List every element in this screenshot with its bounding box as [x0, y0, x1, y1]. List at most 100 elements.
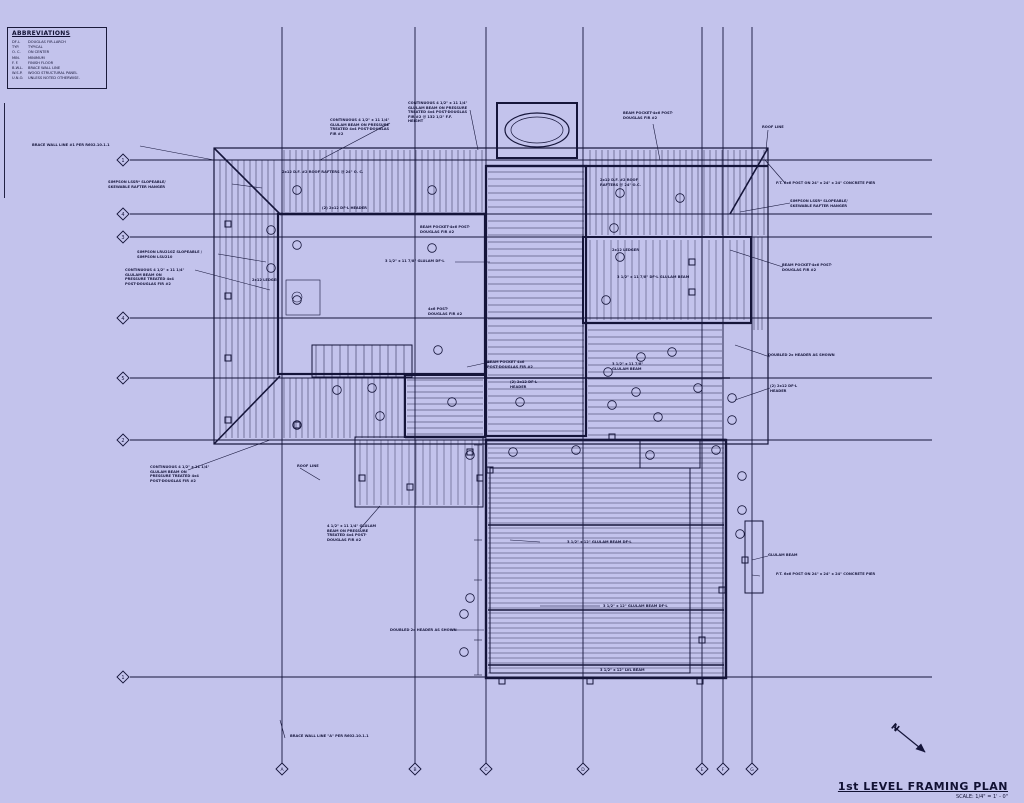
hot-tub-ellipse — [504, 112, 570, 148]
leader-line — [751, 574, 761, 577]
legend-text: ON CENTER — [28, 50, 50, 55]
grid-bubble-bottom: G — [745, 762, 759, 776]
post — [688, 258, 696, 266]
pt-post-note-2: P.T. 6x6 POST ON 24" x 24" x 24" CONCRET… — [776, 572, 876, 576]
leader-line — [764, 159, 786, 184]
detail-callout — [667, 347, 677, 357]
legend-text: WOOD STRUCTURAL PANEL — [28, 71, 78, 76]
roof-outline — [213, 147, 769, 445]
ledger-note: 2x12 LEDGER — [252, 278, 279, 282]
leader-line — [751, 555, 769, 561]
roof-rafters-note: 2x12 D.F. #2 ROOF RAFTERS @ 24" O. C. — [282, 170, 364, 174]
hip-line — [729, 147, 769, 215]
detail-callout — [675, 193, 685, 203]
post — [586, 677, 594, 685]
post — [293, 421, 301, 429]
legend-text: FINISH FLOOR — [28, 60, 54, 65]
glulam-35-note: 3 1/2" x 11 7/8" GLULAM DF-L — [385, 259, 445, 263]
leader-line — [739, 202, 791, 213]
header-2x-note-b: (2) 2x12 DF-L HEADER — [510, 380, 538, 389]
grid-bubble-shape — [716, 762, 730, 776]
leader-line — [187, 439, 271, 471]
title-block: 1st LEVEL FRAMING PLAN SCALE: 1/4" = 1' … — [838, 780, 1008, 800]
legend-text: MINIMUM — [28, 55, 45, 60]
bay-window-outline — [496, 102, 578, 159]
post — [696, 677, 704, 685]
header-note-right: (2) 2x12 DF-L HEADER — [770, 384, 798, 393]
detail-callout — [465, 450, 475, 460]
leader-line — [509, 539, 541, 543]
grid-bubble-shape — [695, 762, 709, 776]
beam-pocket-note-mid: BEAM POCKET-4x6 POST- DOUGLAS FIR #2 — [420, 225, 471, 234]
beam-pocket-note-top: BEAM POCKET-4x6 POST- DOUGLAS FIR #2 — [623, 111, 674, 120]
legend-row: MIN.MINIMUM — [12, 56, 102, 61]
detail-callout — [737, 471, 747, 481]
grid-bubble-left: 1 — [116, 670, 130, 684]
roof-line-note: ROOF LINE — [762, 125, 784, 129]
grid-bubble-left: 2 — [116, 433, 130, 447]
grid-bubble-label: F — [722, 767, 725, 773]
detail-callout — [631, 387, 641, 397]
leader-line — [734, 387, 771, 401]
ledger-note-right: 2x12 LEDGER — [612, 248, 639, 252]
post — [498, 677, 506, 685]
leader-line — [279, 719, 286, 739]
legend-abbr: DF-L — [12, 40, 21, 44]
legend-abbr: B.W.L. — [12, 66, 24, 71]
detail-callout — [607, 400, 617, 410]
detail-callout — [615, 188, 625, 198]
grid-bubble-label: 1 — [121, 675, 124, 681]
grid-bubble-shape — [116, 371, 130, 385]
detail-callout — [433, 345, 443, 355]
legend-title: ABBREVIATIONS — [12, 30, 71, 37]
post — [224, 292, 232, 300]
hip-line — [213, 147, 281, 215]
grid-bubble-shape — [745, 762, 759, 776]
detail-callout — [292, 420, 302, 430]
grid-bubble-left: 4 — [116, 207, 130, 221]
post — [608, 433, 616, 441]
grid-bubble-bottom: A — [275, 762, 289, 776]
leader-line — [319, 122, 391, 161]
legend-row: B.W.L.BRACE WALL LINE — [12, 66, 102, 71]
glulam-center-note: 3 1/2" x 11 7/8" GLULAM BEAM — [612, 362, 644, 371]
leader-line — [299, 467, 321, 481]
detail-callout — [727, 415, 737, 425]
glulam-deck-note-1: 3 1/2" x 12" GLULAM BEAM DF-L — [567, 540, 632, 544]
grid-bubble-shape — [408, 762, 422, 776]
grid-bubble-label: 1 — [121, 158, 124, 164]
detail-callout — [459, 647, 469, 657]
legend-abbr: U.N.O. — [12, 76, 24, 81]
detail-callout — [292, 295, 302, 305]
detail-callout — [515, 397, 525, 407]
post — [224, 354, 232, 362]
legend-abbr: F. F. — [12, 60, 19, 65]
stair-outline — [311, 344, 413, 378]
post — [741, 556, 749, 564]
doubled-header-note-right: DOUBLED 2x HEADER AS SHOWN — [768, 353, 835, 357]
grid-bubble-bottom: E — [695, 762, 709, 776]
legend-abbr: O. C. — [12, 50, 21, 55]
detail-callout — [465, 593, 475, 603]
grid-bubble-label: B — [413, 767, 416, 773]
legend-text: UNLESS NOTED OTHERWISE. — [28, 76, 80, 81]
simpson-lsu-note: SIMPSON LRU210Z SLOPEABLE / SIMPSON LSU2… — [137, 250, 203, 259]
grid-bubble-left: 4 — [116, 311, 130, 325]
sheet-edge-bar — [0, 103, 5, 198]
post — [688, 288, 696, 296]
grid-bubble-bottom: D — [576, 762, 590, 776]
legend-row: W.S.P.WOOD STRUCTURAL PANEL — [12, 71, 102, 76]
lvl-beam-note: 3 1/2" x 12" LVL BEAM — [600, 668, 645, 672]
legend-row: TYP.TYPICAL — [12, 45, 102, 50]
pt-post-note: P.T. 6x6 POST ON 24" x 24" x 24" CONCRET… — [776, 181, 876, 185]
detail-callout — [332, 385, 342, 395]
roof-rafters-note-right: 2x12 D.F. #2 ROOF RAFTERS @ 24" O.C. — [600, 178, 641, 187]
post — [718, 586, 726, 594]
leader-line — [734, 344, 771, 358]
post — [486, 466, 494, 474]
leader-line — [231, 183, 263, 189]
legend-row: U.N.O. UNLESS NOTED OTHERWISE. — [12, 76, 102, 81]
